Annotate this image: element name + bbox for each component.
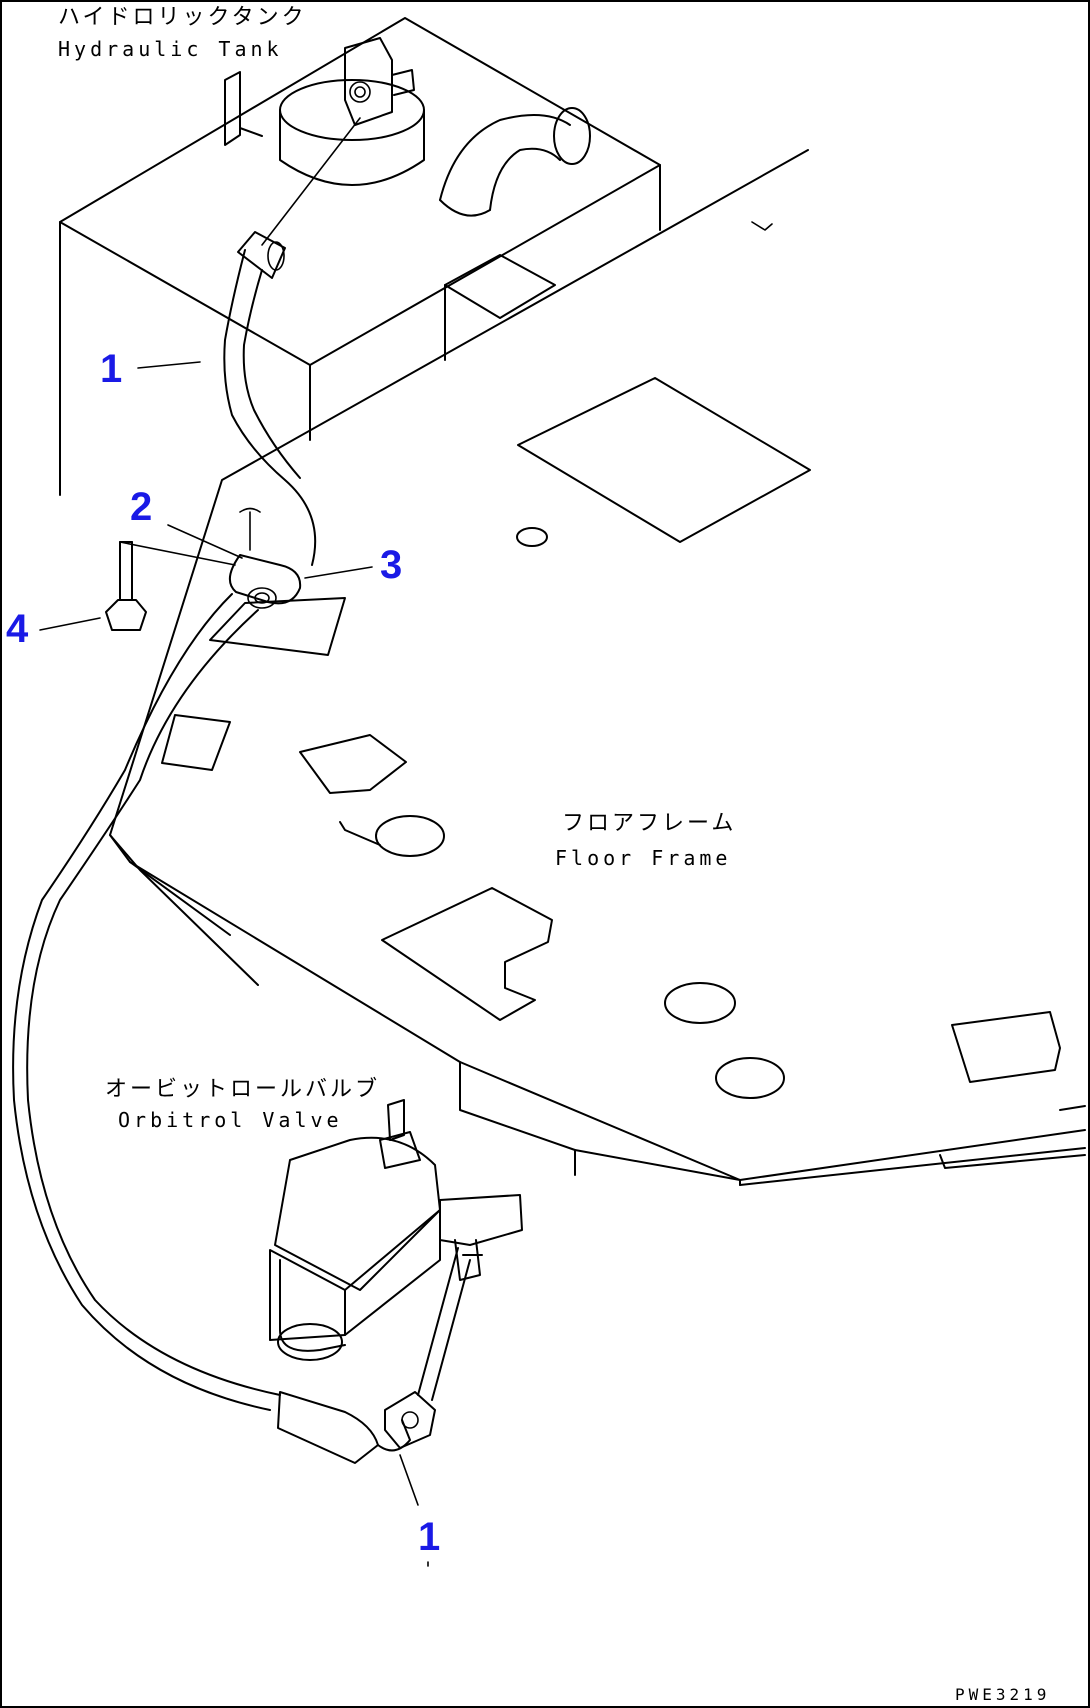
callout-clamp: 2 (130, 485, 152, 529)
callout-bolt: 4 (6, 607, 29, 651)
orbitrol-valve-label-en: Orbitrol Valve (118, 1108, 343, 1132)
floor-frame-label-en: Floor Frame (555, 846, 731, 870)
orbitrol-valve-drawing (269, 1099, 523, 1361)
callout-hose-top: 1 (100, 347, 122, 391)
bolt-drawing (105, 541, 147, 631)
leader-lines (39, 361, 429, 1567)
callout-cushion: 3 (380, 543, 402, 587)
hydraulic-tank-label-en: Hydraulic Tank (58, 37, 283, 61)
hydraulic-tank-label-jp: ハイドロリックタンク (58, 5, 307, 30)
hose-assembly (12, 117, 471, 1464)
floor-frame-label-jp: フロアフレーム (562, 811, 736, 836)
callout-hose-bottom: 1 (418, 1515, 440, 1559)
orbitrol-valve-label-jp: オービットロールバルブ (105, 1077, 380, 1102)
drawing-code: PWE3219 (955, 1685, 1050, 1704)
floor-frame-drawing (109, 149, 1086, 1186)
hydraulic-tank-drawing (59, 17, 773, 496)
